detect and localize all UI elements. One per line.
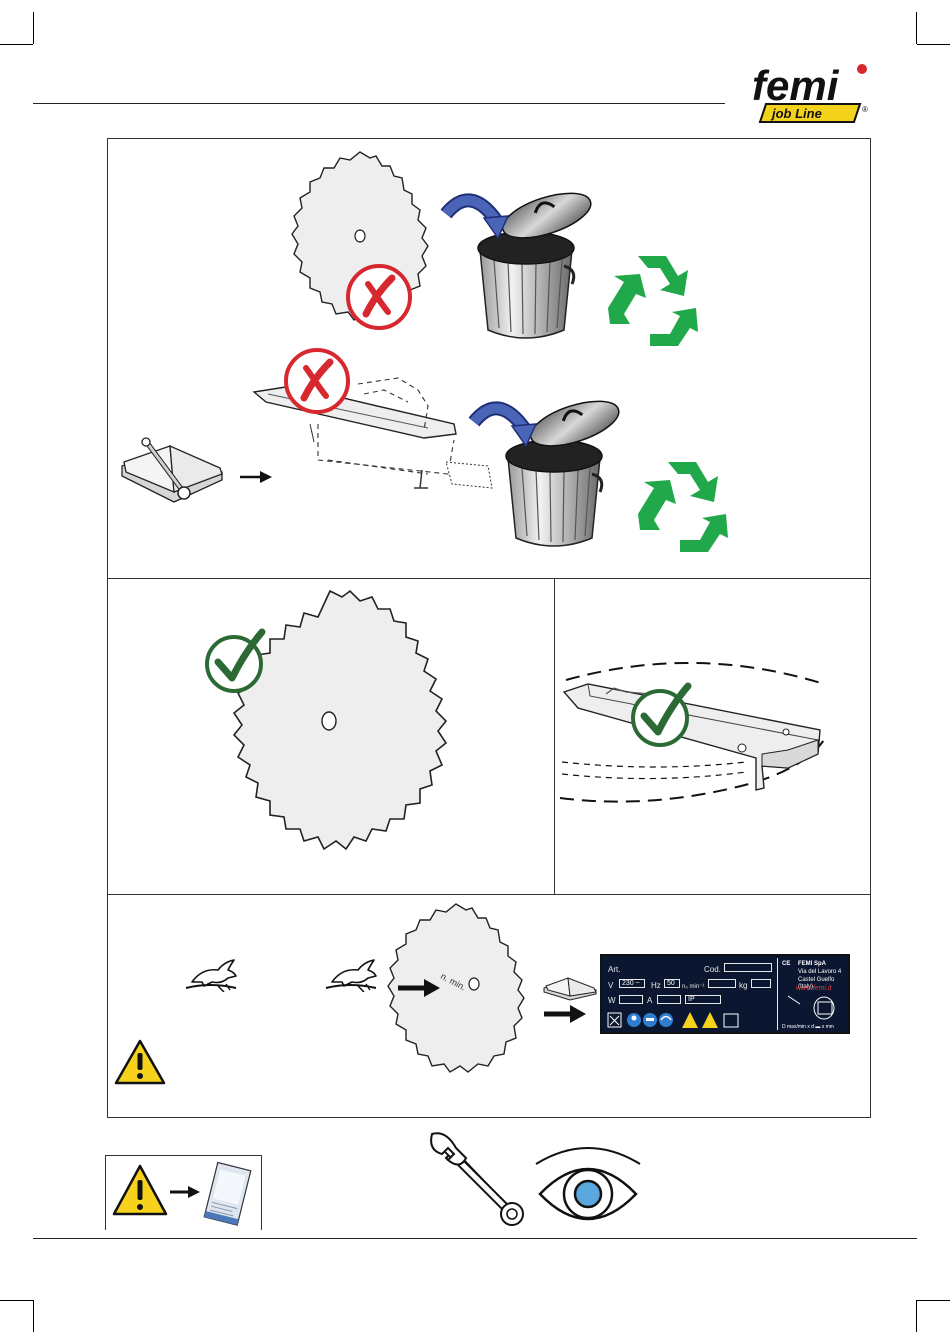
manual-book-icon: [118, 436, 236, 506]
header-rule: [33, 103, 725, 104]
plate-kg-label: kg: [739, 981, 747, 990]
plate-website: www.femi.it: [796, 985, 831, 992]
plate-a-label: A: [647, 996, 652, 1005]
plate-w-label: W: [608, 996, 616, 1005]
plate-ip-field: IP: [685, 995, 721, 1004]
footer-rule: [33, 1238, 917, 1239]
prohibited-cross-icon-2: [282, 346, 352, 416]
manual-book-icon-2: [542, 976, 600, 1002]
logo-red-dot: [857, 64, 867, 74]
plate-blade-diagram: [784, 992, 844, 1022]
crop-mark-tl-h: [0, 44, 33, 45]
trash-can-icon: [436, 180, 601, 345]
crop-mark-br-h: [917, 1300, 950, 1301]
crop-mark-tr-h: [917, 44, 950, 45]
prohibited-cross-icon: [344, 262, 414, 332]
brand-logo: femi job Line ®: [748, 60, 870, 126]
manual-reference-box: [105, 1155, 262, 1230]
logo-registered: ®: [862, 105, 868, 114]
plate-cod-label: Cod.: [704, 965, 721, 974]
plate-ce-mark: CE: [782, 961, 790, 968]
arrow-right-bold-icon: [398, 978, 440, 998]
plate-v-field: 230 ~: [619, 979, 645, 988]
crop-mark-br-v: [916, 1300, 917, 1332]
rabbit-fast-icon-2: [324, 956, 380, 992]
trash-can-icon-2: [464, 388, 629, 553]
crop-mark-bl-h: [0, 1300, 33, 1301]
plate-art-label: Art.: [608, 965, 620, 974]
plate-dims: D max/min x d ▬ x mm: [782, 1024, 834, 1031]
plate-hz-label: Hz: [651, 981, 661, 990]
crop-mark-tr-v: [916, 12, 917, 44]
warning-triangle-icon: [113, 1038, 167, 1086]
plate-v-label: V: [608, 981, 613, 990]
plate-divider: [777, 958, 778, 1030]
plate-cod-field: [724, 963, 772, 972]
plate-safety-symbols: [606, 1010, 756, 1030]
recycle-icon-2: [630, 456, 734, 556]
wrench-icon: [426, 1130, 528, 1230]
recycle-icon: [600, 250, 704, 350]
plate-w-field: [619, 995, 643, 1004]
rating-plate: Art. Cod. V 230 ~ Hz 50 n₀ min⁻¹ kg W A …: [600, 954, 850, 1034]
plate-a-field: [657, 995, 681, 1004]
rabbit-fast-icon: [184, 956, 240, 992]
plate-n-label: n₀ min⁻¹: [682, 983, 704, 990]
check-mark-icon: [202, 628, 270, 694]
crop-mark-tl-v: [33, 12, 34, 44]
arrow-right-bold-icon-2: [544, 1004, 586, 1024]
crop-mark-bl-v: [33, 1300, 34, 1332]
plate-address1: Via del Lavoro 4: [798, 969, 841, 976]
plate-hz-field: 50: [664, 979, 680, 988]
plate-n-field: [708, 979, 736, 988]
arrow-right-icon: [240, 470, 272, 484]
eye-icon: [530, 1140, 646, 1234]
plate-kg-field: [751, 979, 771, 988]
logo-job-line: job Line: [770, 106, 822, 121]
blade-ok-illustration: [200, 585, 462, 857]
logo-wordmark: femi: [752, 62, 840, 109]
check-mark-icon-2: [628, 682, 696, 748]
plate-maker: FEMI SpA: [798, 961, 826, 968]
